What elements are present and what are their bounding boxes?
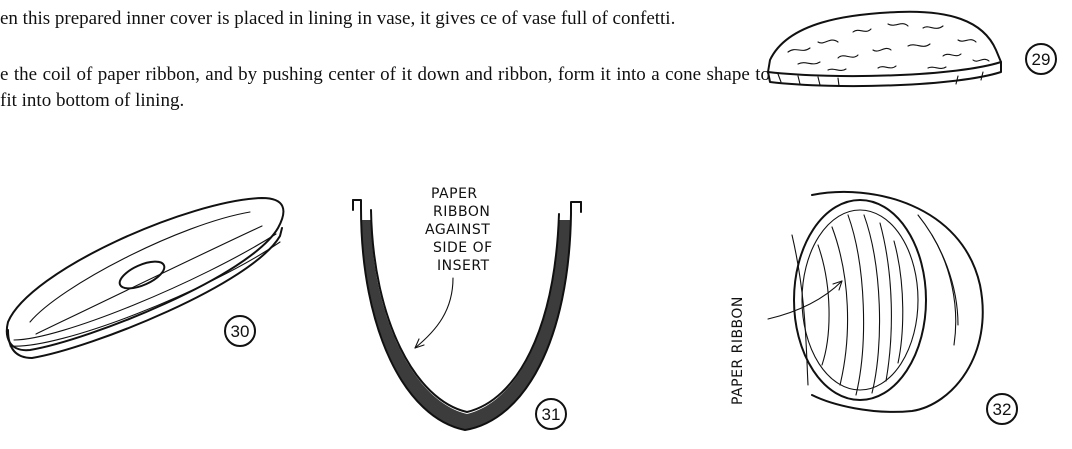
paragraph-coil-ribbon: e the coil of paper ribbon, and by pushi… xyxy=(0,62,770,114)
figure-29-number: 29 xyxy=(1032,50,1051,69)
paragraph-inner-cover: en this prepared inner cover is placed i… xyxy=(0,6,770,32)
callout-line-1: PAPER xyxy=(431,186,478,202)
figure-29-confetti-insert: 29 xyxy=(758,2,1058,117)
callout-paper-ribbon-31: PAPER RIBBON AGAINST SIDE OF INSERT xyxy=(415,186,493,348)
callout-arrow-31 xyxy=(415,278,453,348)
callout-line-5: INSERT xyxy=(437,258,490,274)
figure-31-number: 31 xyxy=(542,405,561,424)
figure-32-ribbon-cup: PAPER RIBBON 32 xyxy=(722,175,1052,449)
callout-line-3: AGAINST xyxy=(425,222,490,238)
callout-arrow-32 xyxy=(768,281,842,319)
confetti-disc-drawing xyxy=(768,12,1001,86)
ribbon-cup-drawing xyxy=(792,192,983,412)
figure-30-number: 30 xyxy=(231,322,250,341)
callout-text-32: PAPER RIBBON xyxy=(730,296,746,405)
callout-line-4: SIDE OF xyxy=(433,240,493,256)
callout-line-2: RIBBON xyxy=(433,204,490,220)
figure-30-ribbon-coil: 30 xyxy=(0,190,310,375)
figure-32-number: 32 xyxy=(993,400,1012,419)
callout-paper-ribbon-32: PAPER RIBBON xyxy=(730,281,842,405)
figure-31-insert-section: PAPER RIBBON AGAINST SIDE OF INSERT 31 xyxy=(345,180,625,449)
